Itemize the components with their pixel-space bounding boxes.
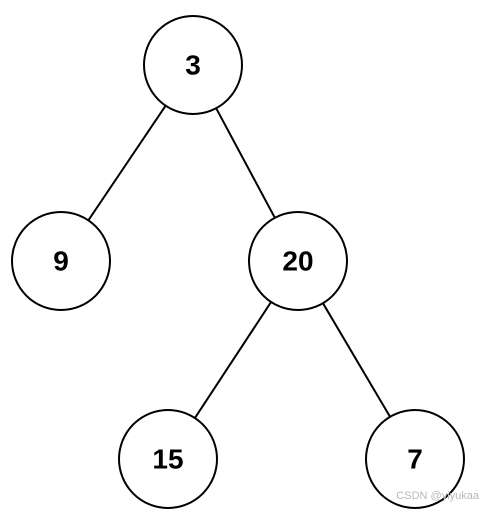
tree-node-label: 3 bbox=[185, 50, 201, 81]
tree-edge-n3-n9 bbox=[87, 105, 167, 221]
tree-node-circle bbox=[11, 211, 111, 311]
tree-node-9: 9 bbox=[11, 211, 111, 311]
tree-node-15: 15 bbox=[118, 409, 218, 509]
tree-node-circle bbox=[365, 409, 465, 509]
tree-node-circle bbox=[143, 15, 243, 115]
tree-node-circle bbox=[118, 409, 218, 509]
tree-node-20: 20 bbox=[248, 211, 348, 311]
watermark: CSDN @yiyukaa bbox=[396, 490, 479, 502]
tree-edge-n20-n15 bbox=[194, 301, 272, 419]
tree-node-3: 3 bbox=[143, 15, 243, 115]
tree-node-label: 20 bbox=[282, 246, 313, 277]
tree-edge-n20-n7 bbox=[322, 302, 391, 418]
tree-node-label: 9 bbox=[53, 246, 69, 277]
tree-edge-n3-n20 bbox=[215, 107, 276, 219]
tree-node-label: 15 bbox=[152, 444, 183, 475]
tree-node-circle bbox=[248, 211, 348, 311]
tree-node-label: 7 bbox=[407, 444, 423, 475]
tree-node-7: 7 bbox=[365, 409, 465, 509]
